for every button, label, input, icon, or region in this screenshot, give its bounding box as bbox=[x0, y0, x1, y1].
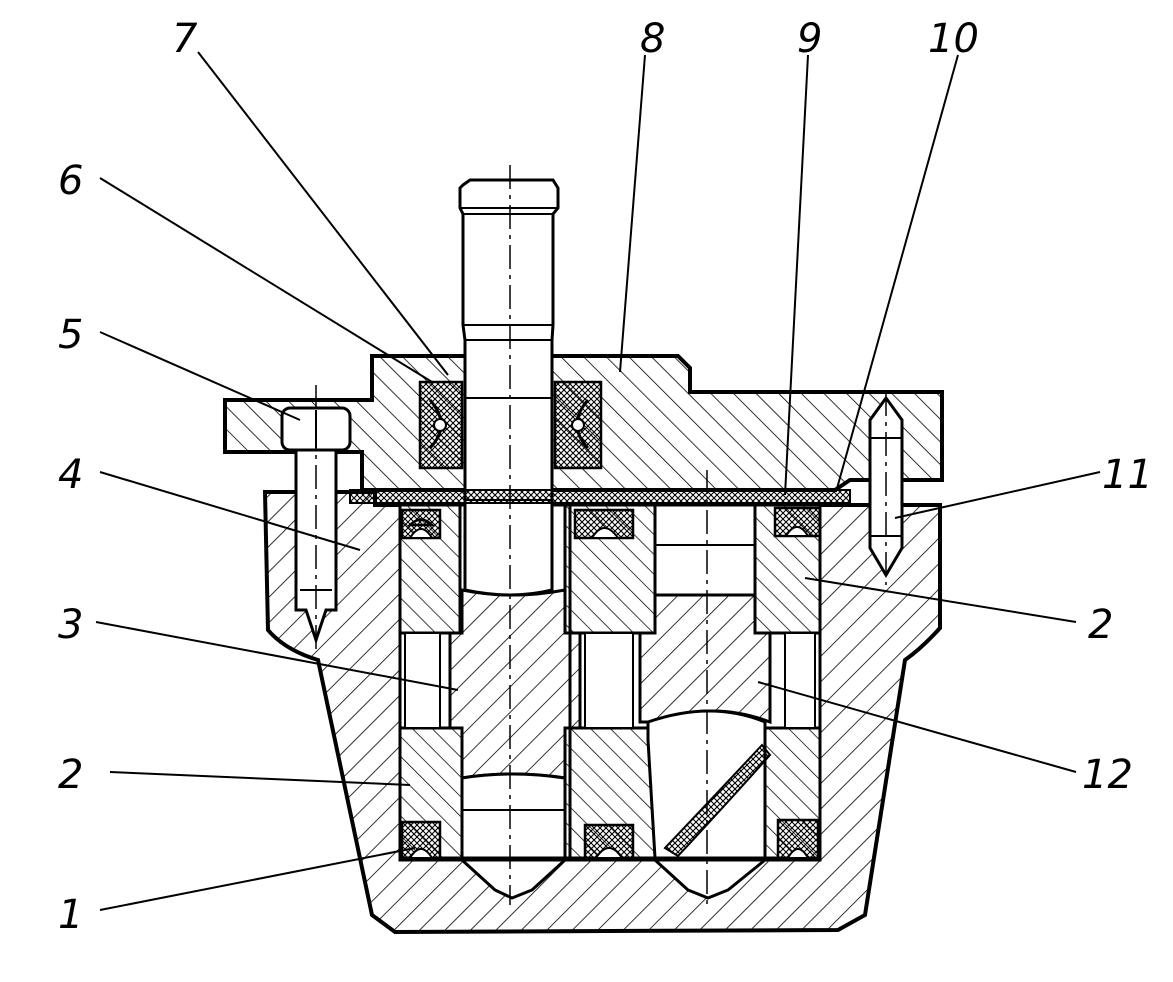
callout-label-3: 3 bbox=[58, 602, 83, 648]
drive-gear bbox=[448, 588, 582, 780]
callout-label-12: 12 bbox=[1082, 752, 1133, 798]
gasket-plate bbox=[349, 489, 851, 504]
lower-journal bbox=[460, 772, 567, 860]
passage-right bbox=[784, 632, 816, 729]
callout-label-9: 9 bbox=[797, 16, 822, 62]
center-lines bbox=[315, 165, 887, 905]
callout-label-2-right: 2 bbox=[1088, 602, 1113, 648]
callout-label-2-left: 2 bbox=[58, 752, 83, 798]
passage-mid bbox=[584, 632, 634, 729]
callout-label-7: 7 bbox=[172, 16, 198, 62]
callout-label-11: 11 bbox=[1102, 452, 1153, 498]
seal-rings bbox=[400, 506, 822, 860]
callout-label-1: 1 bbox=[58, 892, 83, 938]
callout-label-10: 10 bbox=[928, 16, 979, 62]
drive-shaft bbox=[458, 178, 560, 597]
driven-shaft-upper bbox=[653, 503, 757, 597]
callout-label-5: 5 bbox=[58, 312, 83, 358]
callout-label-8: 8 bbox=[640, 16, 665, 62]
shaft-seal-left bbox=[418, 380, 464, 470]
driven-shaft-lower bbox=[646, 709, 767, 860]
shaft-seal-right bbox=[553, 380, 603, 470]
relief-spring bbox=[663, 743, 772, 858]
leader-lines bbox=[95, 51, 1101, 911]
callout-label-4: 4 bbox=[58, 452, 83, 498]
driven-gear bbox=[638, 588, 772, 725]
callout-label-6: 6 bbox=[58, 158, 83, 204]
